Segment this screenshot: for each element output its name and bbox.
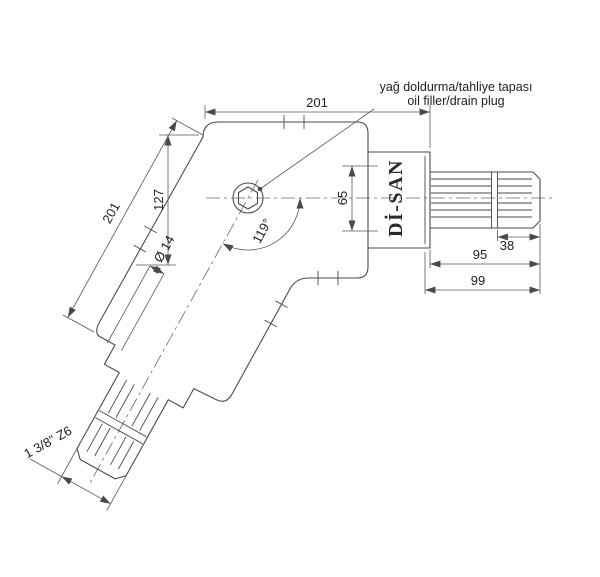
gearbox-body-outline: [76, 115, 431, 480]
callout-text-english: oil filler/drain plug: [407, 94, 504, 108]
output-hub: [368, 151, 431, 249]
dim-spline-length-label: 38: [500, 238, 514, 253]
angled-pto-shaft: [86, 379, 159, 470]
dim-height-label: 127: [151, 189, 166, 211]
dim-spline-spec-label: 1 3/8" Z6: [21, 423, 74, 461]
dim-hole-diameter-label: Ø 14: [151, 233, 178, 265]
dim-shaft-length-label: 95: [473, 247, 487, 262]
dim-side-length: 201: [62, 117, 204, 333]
dim-top-width: 201: [204, 95, 431, 148]
dim-top-width-label: 201: [306, 95, 328, 110]
callout-text-turkish: yağ doldurma/tahliye tapası: [380, 80, 533, 94]
dim-shaft-length: 95: [429, 224, 541, 294]
callout-leader-line: [259, 108, 375, 190]
dim-spline-spec: 1 3/8" Z6: [21, 423, 127, 511]
mounting-hole-ticks: [133, 115, 339, 328]
dim-side-length-label: 201: [99, 200, 123, 226]
callout-leader-dot: [257, 186, 263, 192]
dim-height: 127: [136, 134, 199, 266]
dim-spline-length: 38: [497, 230, 540, 253]
dim-shaft-overall: 99: [424, 252, 540, 294]
dim-shaft-overall-label: 99: [471, 273, 485, 288]
dim-bolt-spacing: 65: [335, 165, 378, 232]
brand-label: Dİ-SAN: [383, 159, 407, 237]
dim-hole-diameter: Ø 14: [106, 233, 178, 351]
oil-plug-callout: yağ doldurma/tahliye tapası oil filler/d…: [257, 80, 533, 192]
horizontal-pto-shaft: [430, 171, 541, 229]
dim-angle-label: 119°: [249, 216, 275, 246]
centerlines: [89, 179, 552, 484]
dim-bolt-spacing-label: 65: [335, 191, 350, 205]
